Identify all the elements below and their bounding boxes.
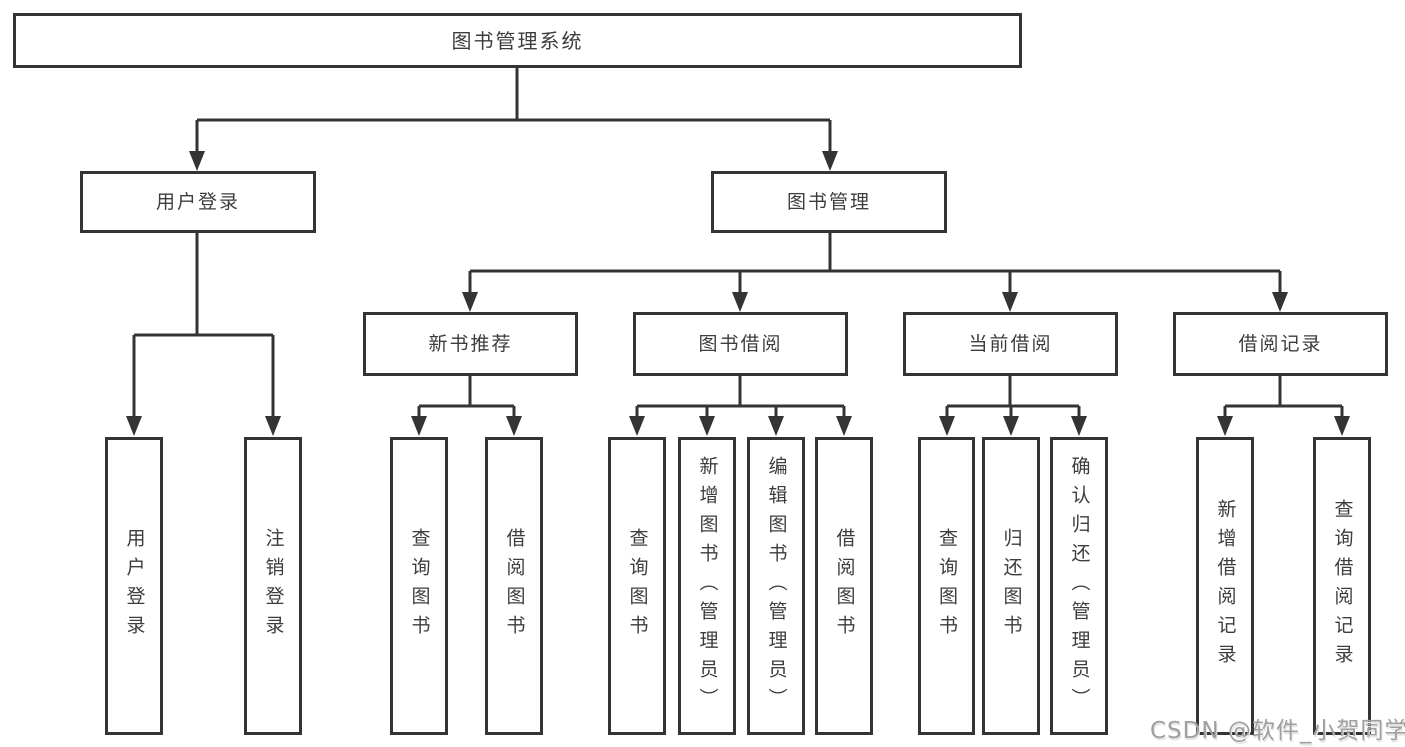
node-leaf-logout: 注销登录 [244, 437, 302, 735]
node-leaf-borrow-borrow-book: 借阅图书 [815, 437, 873, 735]
node-leaf-current-query-book: 查询图书 [918, 437, 975, 735]
node-root-system: 图书管理系统 [13, 13, 1022, 68]
node-book-borrow: 图书借阅 [633, 312, 848, 376]
node-leaf-record-add: 新增借阅记录 [1196, 437, 1254, 735]
node-new-book-recommend: 新书推荐 [363, 312, 578, 376]
node-leaf-recommend-query-book: 查询图书 [390, 437, 448, 735]
node-book-management-branch: 图书管理 [711, 171, 947, 233]
node-leaf-current-confirm-return-admin: 确认归还（管理员） [1050, 437, 1108, 735]
node-user-login-branch: 用户登录 [80, 171, 316, 233]
node-leaf-user-login: 用户登录 [105, 437, 163, 735]
node-current-borrow: 当前借阅 [903, 312, 1118, 376]
node-leaf-record-query: 查询借阅记录 [1313, 437, 1371, 735]
csdn-watermark: CSDN @软件_小贺同学 [1150, 718, 1405, 744]
node-borrow-record: 借阅记录 [1173, 312, 1388, 376]
node-leaf-current-return-book: 归还图书 [982, 437, 1040, 735]
node-leaf-borrow-edit-book-admin: 编辑图书（管理员） [747, 437, 805, 735]
node-leaf-borrow-add-book-admin: 新增图书（管理员） [678, 437, 736, 735]
node-leaf-recommend-borrow-book: 借阅图书 [485, 437, 543, 735]
node-leaf-borrow-query-book: 查询图书 [608, 437, 666, 735]
